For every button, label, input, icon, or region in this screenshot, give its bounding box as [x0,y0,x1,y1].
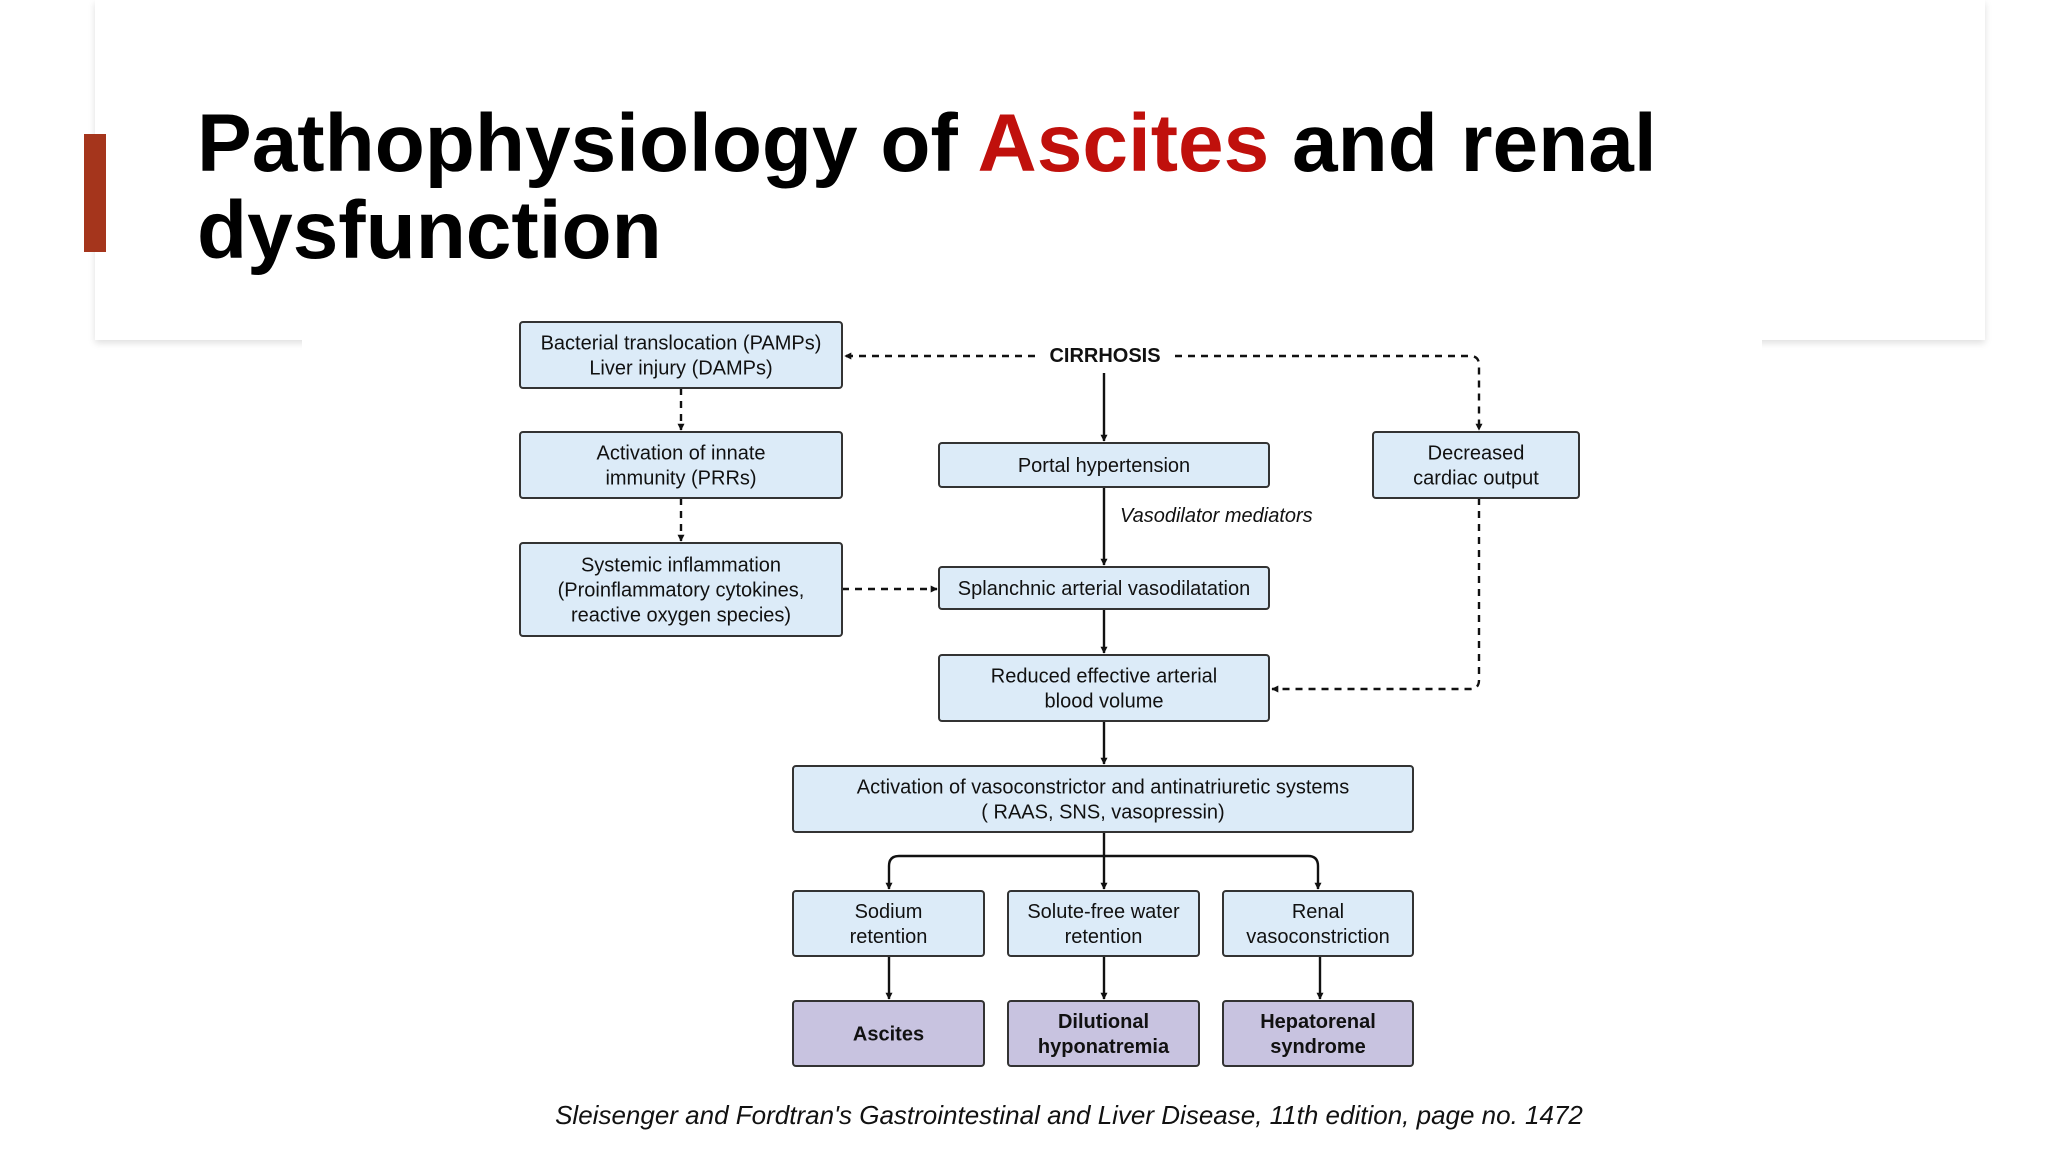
vasodilator-mediators-label: Vasodilator mediators [1120,505,1313,527]
node-label: Bacterial translocation (PAMPs) [541,333,822,355]
node-box [1222,1000,1414,1067]
node-box [1007,1000,1200,1067]
node-activation: Activation of vasoconstrictor and antina… [792,765,1414,833]
node-label: blood volume [1045,691,1164,713]
title-highlight: Ascites [977,98,1270,189]
node-label: Activation of vasoconstrictor and antina… [857,777,1349,799]
node-label: Solute-free water [1027,901,1180,923]
node-box [519,431,843,499]
node-box [938,566,1270,610]
node-hepatorenal: Hepatorenal syndrome [1222,1000,1414,1067]
node-label: reactive oxygen species) [571,605,791,627]
node-label: Portal hypertension [1018,455,1190,477]
node-cardiac: Decreased cardiac output [1372,431,1580,499]
node-label: Renal [1292,901,1344,923]
node-label: hyponatremia [1038,1036,1170,1058]
node-label: Dilutional [1058,1011,1149,1033]
node-box [792,1000,985,1067]
node-label: ( RAAS, SNS, vasopressin) [981,802,1224,824]
title-prefix: Pathophysiology of [197,98,978,189]
node-box [1372,431,1580,499]
node-label: Hepatorenal [1260,1011,1376,1033]
node-box [519,542,843,637]
node-sodium: Sodium retention [792,890,985,957]
node-bacterial: Bacterial translocation (PAMPs) Liver inj… [519,321,843,389]
node-box [1007,890,1200,957]
node-ascites: Ascites [792,1000,985,1067]
node-splanchnic: Splanchnic arterial vasodilatation [938,566,1270,610]
node-innate: Activation of innate immunity (PRRs) [519,431,843,499]
node-label: Sodium [855,901,923,923]
node-label: syndrome [1270,1036,1366,1058]
node-label: vasoconstriction [1246,926,1389,948]
node-box [792,765,1414,833]
node-label: immunity (PRRs) [605,468,756,490]
node-box [938,442,1270,488]
node-label: Decreased [1428,443,1525,465]
node-portal: Portal hypertension [938,442,1270,488]
edge-activation-renal [1104,854,1322,890]
slide-title: Pathophysiology of Ascites and renal dys… [197,100,1897,274]
citation: Sleisenger and Fordtran's Gastrointestin… [555,1100,1583,1130]
node-label: Activation of innate [597,443,766,465]
accent-bar [84,134,106,252]
node-systemic: Systemic inflammation (Proinflammatory cy… [519,542,843,637]
node-label: Systemic inflammation [581,555,781,577]
node-box [792,890,985,957]
node-label: cardiac output [1413,468,1539,490]
cirrhosis-label: CIRRHOSIS [1049,345,1160,367]
node-box [1222,890,1414,957]
node-water: Solute-free water retention [1007,890,1200,957]
node-label: retention [850,926,928,948]
node-label: Reduced effective arterial [991,666,1217,688]
node-box [938,654,1270,722]
node-label: retention [1065,926,1143,948]
edge-activation-sodium [885,854,1104,890]
node-reduced: Reduced effective arterial blood volume [938,654,1270,722]
node-label: Splanchnic arterial vasodilatation [958,578,1250,600]
title-card [95,0,1985,340]
node-renal: Renal vasoconstriction [1222,890,1414,957]
edge-cardiac-reduced [1271,498,1481,693]
node-label: Liver injury (DAMPs) [589,358,772,380]
title-suffix: and renal dysfunction [197,98,1657,276]
node-label: (Proinflammatory cytokines, [558,580,805,602]
node-label: Ascites [853,1024,924,1046]
edge-cirrhosis-cardiac [1175,354,1483,431]
node-hyponatremia: Dilutional hyponatremia [1007,1000,1200,1067]
node-box [519,321,843,389]
